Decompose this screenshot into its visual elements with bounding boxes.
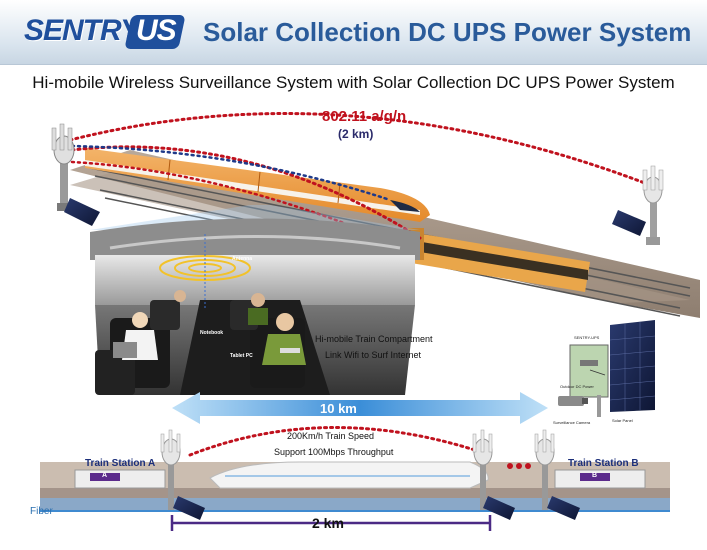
left-tower-top (51, 123, 100, 226)
train-speed-label: 200Km/h Train Speed (287, 431, 375, 441)
cabin-caption-line2: Link Wifi to Surf Internet (325, 350, 422, 360)
bottom-tower-c (534, 429, 580, 520)
sentry-us-logo: SENTRY US (20, 12, 186, 52)
page-subtitle: Hi-mobile Wireless Surveillance System w… (32, 73, 675, 92)
antenna-label: Antenna (232, 256, 252, 262)
wifi-range-label: (2 km) (338, 127, 374, 141)
bottom-train (209, 461, 489, 489)
fiber-label: Fiber (30, 506, 53, 517)
page-title: Solar Collection DC UPS Power System (203, 17, 692, 47)
two-km-bracket (170, 515, 492, 531)
station-b-label: Train Station B (568, 458, 639, 469)
two-km-label: 2 km (312, 515, 344, 531)
tablet-label: Tablet PC (230, 353, 253, 359)
throughput-label: Support 100Mbps Throughput (274, 447, 394, 457)
right-tower-top (612, 165, 664, 245)
ups-box-label: SENTRY-UPS (574, 335, 600, 340)
solar-ups-cluster (558, 320, 656, 417)
logo-text-us: US (136, 14, 177, 47)
cabin-caption-line1: Hi-mobile Train Compartment (315, 334, 433, 344)
station-a-label: Train Station A (85, 458, 156, 469)
camera-note: Surveillance Camera (553, 420, 591, 425)
ten-km-arrow (172, 392, 548, 424)
header-banner: SENTRY US Solar Collection DC UPS Power … (0, 0, 707, 65)
notebook-label: Notebook (200, 330, 224, 336)
ten-km-label: 10 km (320, 401, 357, 416)
station-b-sign: B (592, 472, 598, 479)
bottom-tower-a (160, 429, 205, 520)
logo-text-sentry: SENTRY (24, 14, 140, 47)
continuation-dots (507, 463, 531, 469)
ups-box-note: Outdoor DC Power (560, 384, 594, 389)
station-a-sign: A (102, 472, 108, 479)
bottom-tower-b (472, 429, 515, 520)
wifi-standard-label: 802.11 a/g/n (322, 108, 407, 125)
wifi-arc-bottom (188, 426, 492, 457)
panel-note: Solar Panel (612, 418, 633, 423)
train-cabin-interior (90, 218, 420, 395)
